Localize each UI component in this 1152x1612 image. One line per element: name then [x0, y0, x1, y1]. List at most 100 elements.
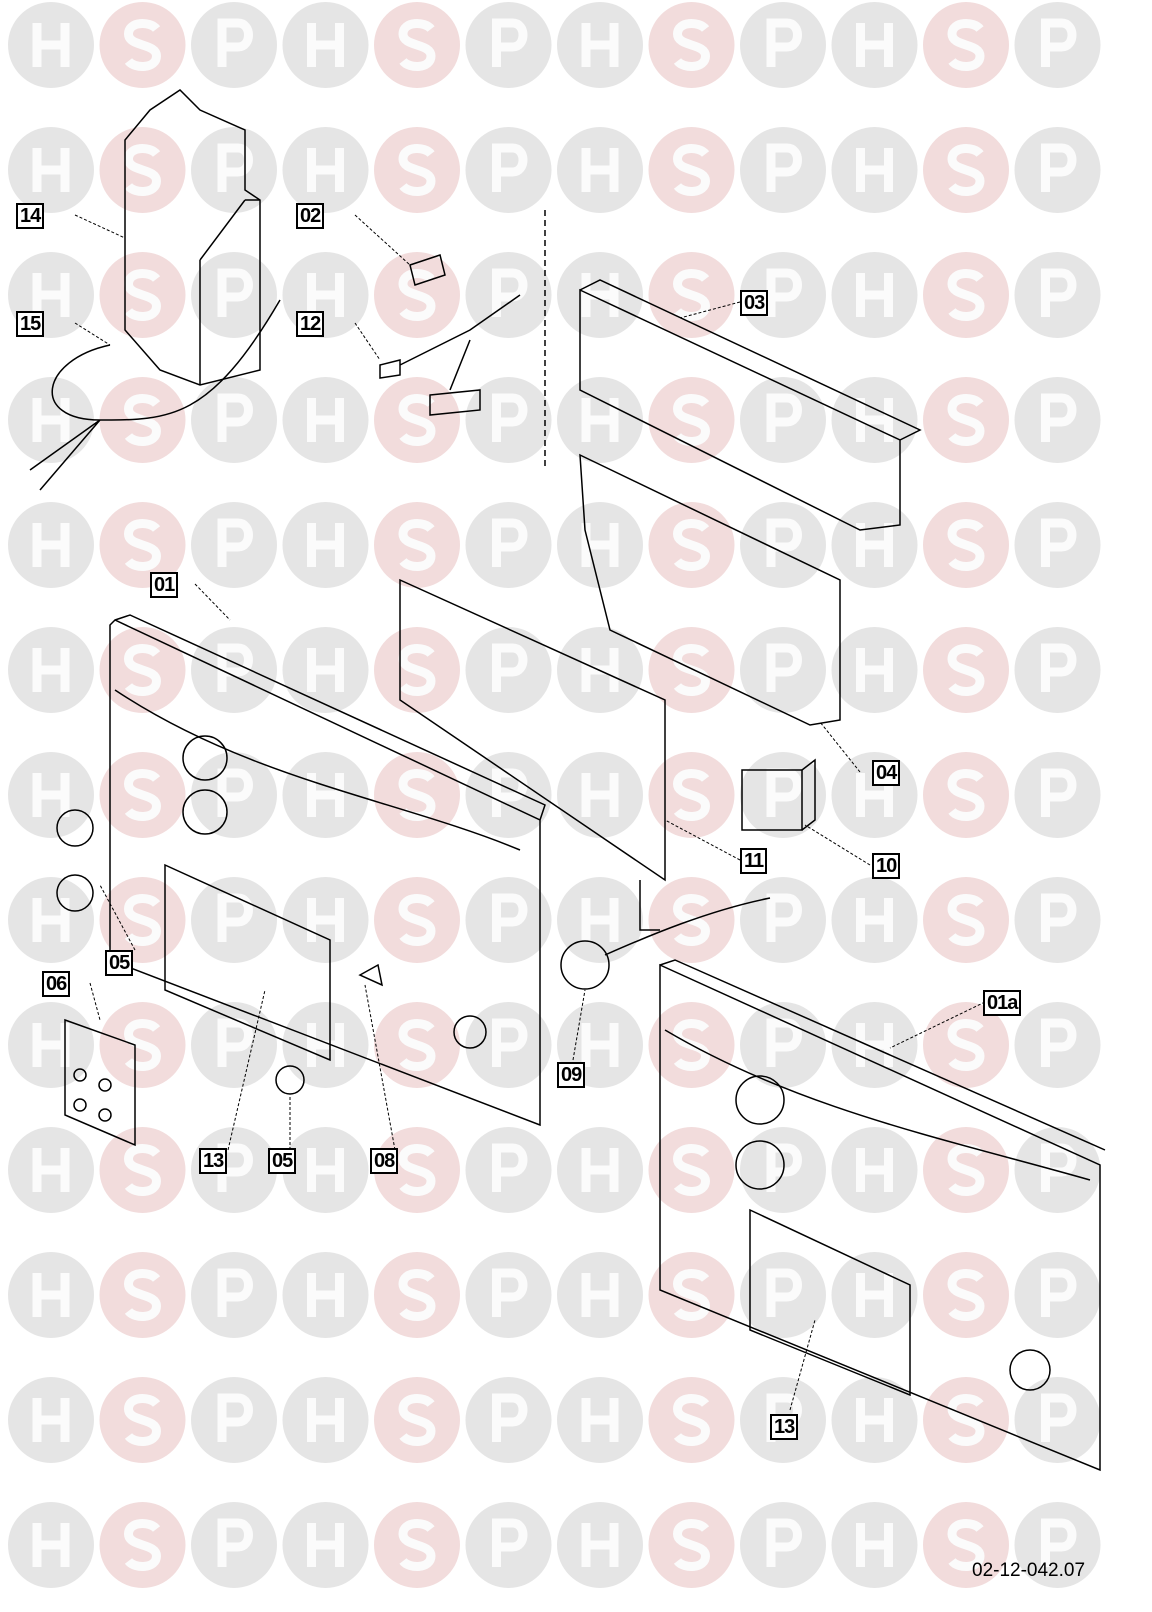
watermark-circle-s: [374, 752, 460, 838]
part-label-05[interactable]: 05: [105, 950, 134, 976]
watermark-circle-p: [465, 627, 552, 713]
watermark-circle-h: [8, 1502, 94, 1588]
watermark-circle-s: [923, 1127, 1009, 1213]
part-label-11[interactable]: 11: [740, 848, 768, 874]
watermark-circle-p: [1014, 1002, 1101, 1088]
part-label-05[interactable]: 05: [268, 1148, 297, 1174]
watermark-circle-h: [8, 1377, 94, 1463]
watermark-circle-p: [740, 877, 826, 963]
watermark-circle-p: [191, 1502, 277, 1588]
watermark-circle-s: [648, 377, 735, 463]
watermark-circle-p: [191, 1002, 277, 1088]
part-14-cover: [124, 89, 261, 386]
part-03-case-back: [579, 279, 922, 531]
watermark-circle-h: [831, 252, 918, 338]
part-label-13[interactable]: 13: [199, 1148, 228, 1174]
watermark-circle-h: [8, 377, 94, 463]
watermark-circle-p: [465, 252, 552, 338]
watermark-circle-h: [8, 502, 94, 588]
part-label-12[interactable]: 12: [296, 311, 325, 337]
part-label-01[interactable]: 01: [150, 572, 179, 598]
watermark-circle-p: [740, 627, 826, 713]
watermark-circle-s: [374, 127, 460, 213]
watermark-circle-h: [282, 377, 369, 463]
watermark-circle-h: [8, 752, 94, 838]
watermark-circle-p: [465, 1252, 552, 1338]
part-01a-front-panel: [659, 959, 1106, 1472]
watermark-circle-p: [740, 127, 826, 213]
watermark-circle-h: [282, 1252, 369, 1338]
watermark-circle-h: [8, 1127, 94, 1213]
watermark-circle-h: [831, 1002, 918, 1088]
watermark-circle-s: [99, 252, 186, 338]
watermark-circle-p: [1014, 627, 1101, 713]
watermark-circle-p: [740, 1252, 826, 1338]
watermark-circle-h: [282, 627, 369, 713]
watermark-circle-p: [465, 127, 552, 213]
part-label-09[interactable]: 09: [557, 1062, 586, 1088]
watermark-circle-s: [923, 377, 1009, 463]
part-05-knob: [56, 809, 305, 1095]
part-label-10[interactable]: 10: [872, 853, 901, 879]
watermark-circle-s: [923, 1002, 1009, 1088]
watermark-circle-p: [1014, 2, 1101, 88]
part-09-gauge: [560, 897, 771, 990]
watermark-circle-h: [282, 752, 369, 838]
watermark-circle-s: [648, 252, 735, 338]
part-label-14[interactable]: 14: [16, 203, 45, 229]
watermark-circle-s: [99, 127, 186, 213]
watermark-circle-s: [374, 877, 460, 963]
watermark-circle-s: [648, 1252, 735, 1338]
part-13-flap: [164, 863, 331, 1062]
watermark-circle-s: [923, 877, 1009, 963]
part-label-03[interactable]: 03: [740, 290, 769, 316]
watermark-circle-s: [374, 1502, 460, 1588]
watermark-circle-h: [557, 1377, 643, 1463]
watermark-circle-h: [282, 1002, 369, 1088]
part-15-cable: [29, 299, 281, 491]
leader-lines: [74, 214, 986, 1411]
part-label-01a[interactable]: 01a: [983, 990, 1022, 1016]
watermark-circle-s: [923, 1377, 1009, 1463]
part-label-15[interactable]: 15: [16, 311, 45, 337]
watermark-circle-h: [282, 2, 369, 88]
watermark-circle-p: [191, 2, 277, 88]
part-label-08[interactable]: 08: [370, 1148, 399, 1174]
watermark-circle-s: [99, 1252, 186, 1338]
watermark-circle-h: [557, 2, 643, 88]
part-label-04[interactable]: 04: [872, 760, 901, 786]
watermark-circle-s: [99, 1502, 186, 1588]
watermark-circle-h: [831, 627, 918, 713]
watermark-circle-p: [191, 627, 277, 713]
watermark-circle-s: [374, 627, 460, 713]
part-10-transformer: [741, 758, 816, 831]
watermark-circle-h: [831, 1377, 918, 1463]
watermark-circle-s: [99, 2, 186, 88]
watermark-circle-p: [1014, 127, 1101, 213]
watermark-circle-s: [99, 752, 186, 838]
part-label-13[interactable]: 13: [770, 1414, 799, 1440]
part-04-case-inner: [579, 453, 841, 726]
watermark-circle-h: [8, 627, 94, 713]
watermark-circle-s: [374, 502, 460, 588]
watermark-circle-s: [923, 752, 1009, 838]
watermark-circle-h: [282, 877, 369, 963]
watermark-circle-s: [374, 1002, 460, 1088]
watermark-circle-p: [191, 502, 277, 588]
watermark-circle-p: [1014, 1502, 1101, 1588]
watermark-circle-p: [1014, 877, 1101, 963]
watermark-circle-p: [1014, 1252, 1101, 1338]
watermark-circle-p: [740, 502, 826, 588]
watermark-circle-p: [740, 1502, 826, 1588]
watermark-circle-s: [374, 1377, 460, 1463]
watermark-circle-p: [465, 377, 552, 463]
part-label-06[interactable]: 06: [42, 971, 71, 997]
drawing-code: 02-12-042.07: [972, 1560, 1086, 1581]
part-label-02[interactable]: 02: [296, 203, 325, 229]
watermark-circle-h: [557, 377, 643, 463]
watermark-circle-s: [99, 377, 186, 463]
watermark-circle-p: [191, 252, 277, 338]
watermark-circle-p: [465, 877, 552, 963]
